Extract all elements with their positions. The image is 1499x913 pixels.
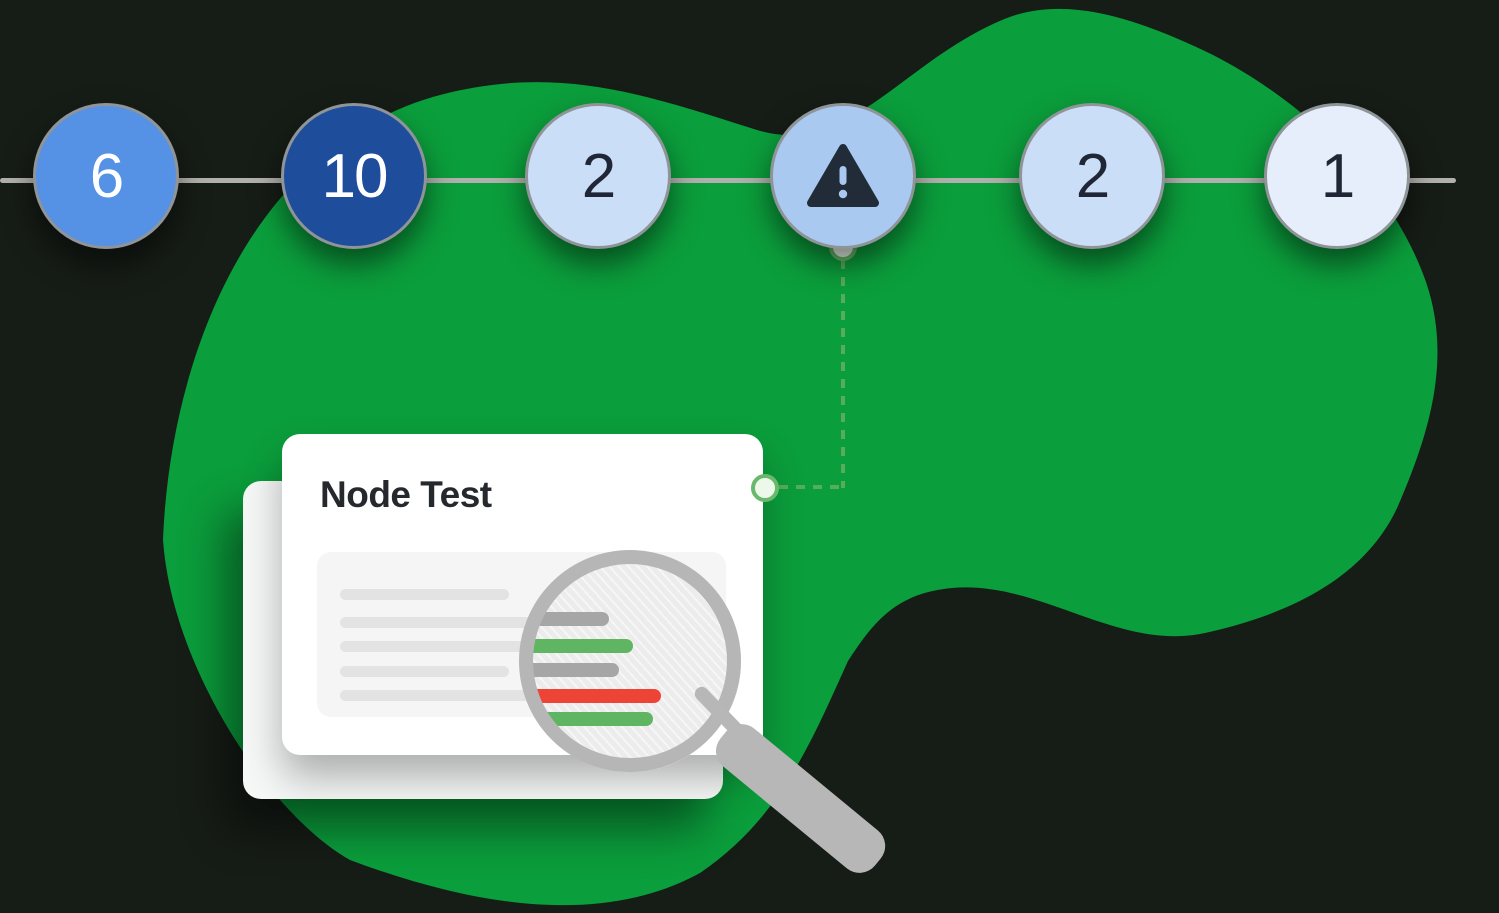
timeline-node-2a[interactable]: 2 [525, 103, 671, 249]
node-label: 2 [581, 141, 617, 211]
magnifier-ring-icon [519, 550, 741, 772]
node-label: 6 [89, 141, 125, 211]
skeleton-line [340, 666, 509, 677]
node-label: 1 [1320, 141, 1356, 211]
timeline-node-1[interactable]: 1 [1264, 103, 1410, 249]
node-label: 10 [321, 141, 389, 211]
connector-dashed-horizontal [779, 485, 843, 489]
timeline-node-2b[interactable]: 2 [1019, 103, 1165, 249]
timeline-node-warning[interactable] [770, 103, 916, 249]
card-title: Node Test [320, 474, 492, 515]
warning-triangle-icon [807, 144, 879, 207]
skeleton-line [340, 690, 532, 701]
timeline-rail [0, 178, 1456, 183]
timeline-node-6[interactable]: 6 [33, 103, 179, 249]
timeline-node-10[interactable]: 10 [281, 103, 427, 249]
connector-dashed-vertical [841, 260, 845, 488]
skeleton-line [340, 641, 532, 652]
skeleton-line [340, 589, 509, 600]
connector-endpoint-dot [751, 474, 779, 502]
node-label: 2 [1075, 141, 1111, 211]
skeleton-line [340, 617, 532, 628]
